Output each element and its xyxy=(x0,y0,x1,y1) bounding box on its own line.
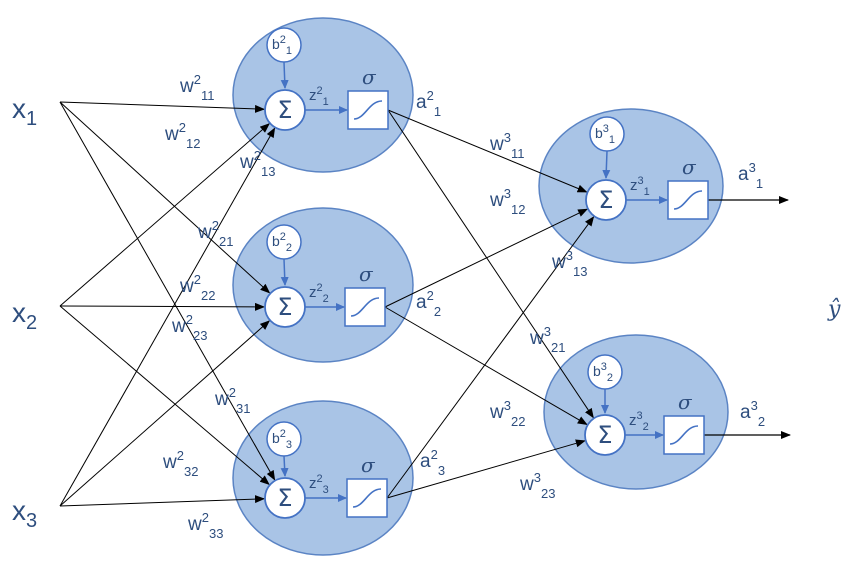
z-label: z32 xyxy=(629,410,649,433)
input-label-x2: x2 xyxy=(12,297,37,334)
sigma-symbol: σ xyxy=(359,262,374,286)
output-neuron-3-1 xyxy=(538,108,724,264)
sigmoid-curve-icon xyxy=(352,488,382,508)
edge-x1-to-h2-2 xyxy=(59,101,271,294)
edge-h2-3-to-h3-1 xyxy=(386,216,595,499)
activation-label-a2-2: a22 xyxy=(416,288,441,319)
edge-x2-to-h2-3 xyxy=(59,305,270,486)
sigmoid-curve-icon xyxy=(353,100,383,120)
bias-arrow xyxy=(280,258,289,286)
sigmoid-curve-icon xyxy=(350,297,380,317)
edge-x3-to-h2-1 xyxy=(59,127,276,507)
input-label-x3: x3 xyxy=(12,495,37,532)
bias-arrow xyxy=(280,61,289,89)
weight-label-w3-22: w322 xyxy=(489,398,525,429)
weight-label-w3-13: w313 xyxy=(551,248,587,279)
activation-label-a2-3: a23 xyxy=(420,447,445,478)
input-label-x1: x1 xyxy=(12,93,37,130)
weight-label-w2-21: w221 xyxy=(197,218,233,249)
output-label-yhat: ŷ xyxy=(827,297,841,322)
edge-x3-to-h2-3 xyxy=(59,495,266,507)
sigmoid-curve-icon xyxy=(673,190,703,210)
bias-label: b31 xyxy=(595,123,615,146)
edge-h2-2-to-h3-1 xyxy=(384,208,588,308)
z-label: z31 xyxy=(630,175,650,198)
edge-x1-to-h2-3 xyxy=(59,101,276,481)
sum-symbol: Σ xyxy=(277,484,292,512)
edge-x2-to-h2-1 xyxy=(59,123,270,307)
hidden-neuron-2-2 xyxy=(232,207,414,363)
bias-label: b21 xyxy=(272,34,292,57)
sigma-symbol: σ xyxy=(678,390,693,414)
sigmoid-curve-icon xyxy=(669,425,699,445)
sigma-symbol: σ xyxy=(682,155,697,179)
hidden-neuron-2-3 xyxy=(232,400,414,556)
activation-label-a3-1: a31 xyxy=(738,160,763,191)
sum-symbol: Σ xyxy=(277,293,292,321)
z-label: z22 xyxy=(309,282,329,305)
edge-h2-1-to-h3-1 xyxy=(387,109,588,193)
z-label: z23 xyxy=(309,473,329,496)
weight-label-w2-23: w223 xyxy=(171,312,207,343)
weight-label-w3-23: w323 xyxy=(519,470,555,501)
weight-label-w2-13: w213 xyxy=(239,148,275,179)
weight-label-w3-12: w312 xyxy=(489,186,525,217)
sum-symbol: Σ xyxy=(597,421,612,449)
weight-label-w2-22: w222 xyxy=(179,272,215,303)
edge-x1-to-h2-1 xyxy=(59,101,266,113)
weight-label-w2-31: w231 xyxy=(214,385,250,416)
bias-arrow xyxy=(602,150,611,179)
sigma-symbol: σ xyxy=(362,65,377,89)
sigma-symbol: σ xyxy=(361,453,376,477)
edge-h2-2-to-h3-2 xyxy=(384,306,588,425)
z-label: z21 xyxy=(309,85,329,108)
bias-label: b23 xyxy=(272,428,292,451)
bias-label: b22 xyxy=(272,231,292,254)
edge-h2-1-to-h3-2 xyxy=(387,109,594,419)
weight-label-w3-21: w321 xyxy=(529,324,565,355)
edge-h2-3-to-h3-2 xyxy=(386,439,586,499)
sum-symbol: Σ xyxy=(598,186,613,214)
activation-label-a3-2: a32 xyxy=(740,398,765,429)
weight-label-w2-33: w233 xyxy=(187,510,223,541)
weight-label-w2-11: w211 xyxy=(179,72,214,103)
weight-label-w3-11: w311 xyxy=(489,130,524,161)
edge-x2-to-h2-2 xyxy=(59,302,266,311)
bias-arrow xyxy=(280,455,289,477)
weight-label-w2-32: w232 xyxy=(162,448,198,479)
edge-x3-to-h2-2 xyxy=(59,320,271,507)
bias-label: b32 xyxy=(593,361,613,384)
weight-label-w2-12: w212 xyxy=(164,120,200,151)
sum-symbol: Σ xyxy=(277,96,292,124)
activation-label-a2-1: a21 xyxy=(416,88,441,119)
